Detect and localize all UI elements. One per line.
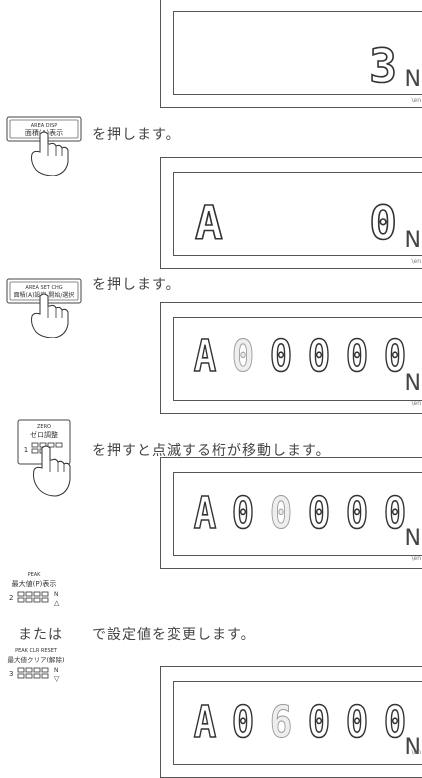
unit-label: N xyxy=(404,228,421,253)
peak-clear-key-icon: PEAK CLR RESET 最大値クリア(解除) 3 N ▽ xyxy=(7,648,64,683)
instruction-step1: を押します。 xyxy=(92,127,181,143)
lcd-digit: 0 xyxy=(345,488,369,539)
svg-text:AREA DISP: AREA DISP xyxy=(31,123,58,129)
area-display-button[interactable]: AREA DISP 面積(A)表示 xyxy=(4,114,84,177)
lcd-digit: 0 xyxy=(269,331,293,382)
unit-label: N xyxy=(404,67,421,92)
peak-key-icon: PEAK 最大値(P)表示 2 N △ xyxy=(9,572,60,607)
svg-text:N: N xyxy=(54,667,59,674)
unit-label: N xyxy=(404,371,421,396)
blinking-digit: 0 xyxy=(231,331,255,382)
svg-text:ZERO: ZERO xyxy=(37,424,51,430)
unit-label: N xyxy=(404,735,421,760)
lcd-digit: 0 xyxy=(231,488,255,539)
svg-text:PEAK: PEAK xyxy=(28,572,42,578)
instruction-or: または xyxy=(18,627,63,643)
subunit-label: \en xyxy=(411,400,421,407)
blinking-digit: 6 xyxy=(269,697,293,748)
lcd-digit: A xyxy=(193,697,217,748)
instruction-step2: を押します。 xyxy=(92,277,181,293)
lcd-digit: 0 xyxy=(383,331,407,382)
svg-text:2: 2 xyxy=(9,594,13,602)
lcd-digit: 0 xyxy=(307,697,331,748)
display-value: 0 xyxy=(369,195,398,251)
subunit-label: \en xyxy=(411,555,421,562)
area-set-button[interactable]: AREA SET CHG 面積(A)設定 開始/選択 xyxy=(4,276,84,339)
lcd-display-1: 3 N \en xyxy=(160,0,422,108)
lcd-digit: 0 xyxy=(345,697,369,748)
instruction-step4: で設定値を変更します。 xyxy=(92,627,256,643)
svg-text:1: 1 xyxy=(24,446,28,454)
svg-text:N: N xyxy=(54,591,59,598)
subunit-label: \en xyxy=(411,97,421,104)
area-display-key-icon: AREA DISP 面積(A)表示 xyxy=(6,116,82,177)
subunit-label: \en xyxy=(411,749,421,756)
svg-text:▽: ▽ xyxy=(54,675,60,683)
svg-text:ゼロ調整: ゼロ調整 xyxy=(30,430,58,439)
svg-text:3: 3 xyxy=(9,670,13,678)
unit-label: N xyxy=(404,526,421,551)
zero-key-icon: ZERO ゼロ調整 1 xyxy=(17,419,71,497)
peak-clear-button[interactable]: PEAK CLR RESET 最大値クリア(解除) 3 N ▽ xyxy=(4,646,74,696)
display-mode: A xyxy=(194,195,223,251)
zero-button[interactable]: ZERO ゼロ調整 1 xyxy=(4,418,84,500)
lcd-digit: A xyxy=(193,488,217,539)
lcd-digit: 0 xyxy=(307,488,331,539)
svg-text:最大値(P)表示: 最大値(P)表示 xyxy=(12,579,57,588)
instruction-step3: を押すと点滅する桁が移動します。 xyxy=(92,443,331,459)
svg-text:△: △ xyxy=(54,599,60,607)
lcd-digit: 0 xyxy=(383,488,407,539)
svg-text:AREA SET CHG: AREA SET CHG xyxy=(25,285,62,291)
lcd-digit: 0 xyxy=(231,697,255,748)
display-value: 3 xyxy=(369,38,398,94)
lcd-display-2: A 0 N \en xyxy=(160,157,422,269)
lcd-digit: 0 xyxy=(345,331,369,382)
blinking-digit: 0 xyxy=(269,488,293,539)
svg-text:PEAK CLR RESET: PEAK CLR RESET xyxy=(15,648,58,654)
lcd-digit: 0 xyxy=(307,331,331,382)
area-set-key-icon: AREA SET CHG 面積(A)設定 開始/選択 xyxy=(6,278,82,339)
subunit-label: \en xyxy=(411,258,421,265)
lcd-digit: 0 xyxy=(383,697,407,748)
peak-button[interactable]: PEAK 最大値(P)表示 2 N △ xyxy=(4,570,74,620)
lcd-digit: A xyxy=(193,331,217,382)
svg-text:最大値クリア(解除): 最大値クリア(解除) xyxy=(7,655,64,664)
